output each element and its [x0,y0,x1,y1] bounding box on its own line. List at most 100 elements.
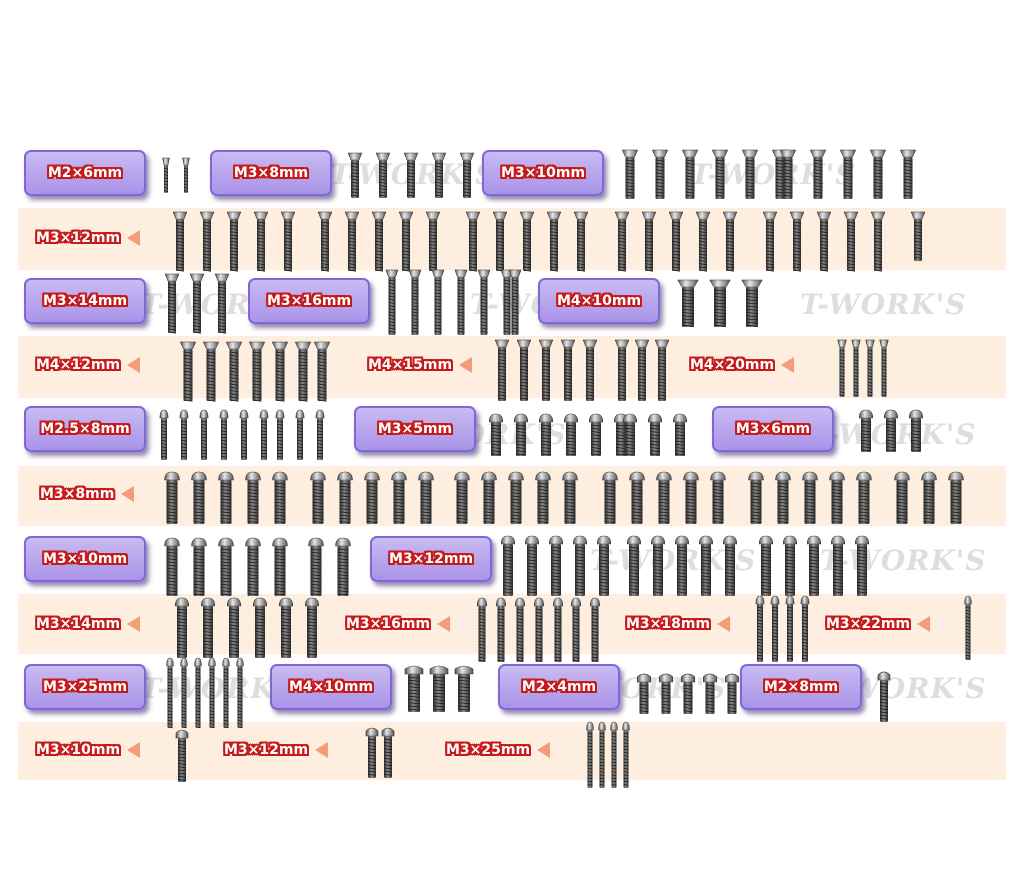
screw-icon [610,721,618,788]
arrow-left-icon [917,616,931,632]
screw-icon [650,535,666,596]
size-label-text: M3×8mm [233,165,309,181]
screw-icon [222,657,230,729]
screw-icon [364,471,380,524]
size-label-text: M3×25mm [42,679,128,695]
size-label-text: M3×10mm [42,551,128,567]
screw-icon [226,597,242,658]
screw-icon [454,665,474,712]
size-label-text: M4×10mm [556,293,642,309]
screw-icon [533,597,545,662]
screw-icon [304,597,320,658]
screw-icon [465,211,481,272]
size-label: M2×8mm [740,664,862,710]
screw-icon [365,727,379,778]
size-label: M3×10mm [482,150,604,196]
screw-icon [877,671,891,722]
screw-icon [879,339,889,397]
screw-icon [454,269,468,335]
size-label-arrow: M4×12mm [36,357,141,373]
screw-icon [800,595,810,662]
screw-icon [408,269,422,335]
screw-icon [570,597,582,662]
screw-icon [519,211,535,272]
screw-icon [702,673,718,714]
screw-icon [218,537,234,596]
size-label-arrow: M3×12mm [224,742,329,758]
screw-icon [894,471,910,524]
screw-icon [508,269,522,335]
arrow-left-icon [121,486,135,502]
watermark: T-WORK'S [800,288,967,321]
screw-icon [647,413,663,456]
screw-icon [253,211,269,272]
screw-icon [636,673,652,714]
screw-icon [200,597,216,658]
screw-icon [560,339,576,401]
screw-icon [816,211,832,272]
size-label-arrow: M3×25mm [446,742,551,758]
screw-icon [166,657,174,729]
size-label: M3×5mm [354,406,476,452]
screw-icon [621,149,639,199]
screw-icon [535,471,551,524]
screw-icon [429,665,449,712]
size-label-text: M3×18mm [626,616,711,632]
screw-icon [910,211,926,261]
screw-icon [476,597,488,662]
screw-icon [782,535,798,596]
screw-icon [418,471,434,524]
screw-icon [179,341,197,402]
screw-icon [508,471,524,524]
screw-icon [538,339,554,401]
size-label-text: M3×5mm [377,421,453,437]
screw-icon [908,409,924,452]
screw-icon [865,339,875,397]
screw-icon [280,211,296,272]
screw-icon [403,152,419,198]
screw-icon [208,657,216,729]
screw-icon [513,413,529,456]
size-label-text: M3×14mm [36,616,121,632]
screw-icon [272,471,288,524]
screw-icon [179,409,189,460]
arrow-left-icon [781,357,795,373]
screw-icon [622,413,638,456]
screw-icon [245,471,261,524]
size-label-text: M2×4mm [521,679,597,695]
screw-icon [829,471,845,524]
size-label-text: M2×6mm [47,165,123,181]
screw-icon [404,665,424,712]
screw-icon [275,409,285,460]
size-label-text: M3×10mm [36,742,121,758]
screw-icon [683,471,699,524]
size-label-text: M2.5×8mm [40,421,130,437]
size-label-text: M3×14mm [42,293,128,309]
screw-icon [391,471,407,524]
screw-icon [658,673,674,714]
screw-icon [481,471,497,524]
screw-icon [259,409,269,460]
screw-icon [775,471,791,524]
screw-icon [839,149,857,199]
screw-icon [492,211,508,272]
screw-icon [488,413,504,456]
size-label: M3×12mm [370,536,492,582]
screw-icon [271,341,289,402]
screw-icon [677,279,699,327]
screw-icon [459,152,475,198]
screw-icon [854,535,870,596]
screw-icon [589,597,601,662]
arrow-left-icon [127,357,141,373]
size-label: M2×6mm [24,150,146,196]
screw-icon [495,597,507,662]
screw-icon [668,211,684,272]
screw-icon [308,537,324,596]
size-label-arrow: M3×8mm [40,486,135,502]
screw-icon [651,149,669,199]
screw-icon [695,211,711,272]
screw-icon [641,211,657,272]
screw-icon [225,341,243,402]
screw-icon [191,471,207,524]
screw-icon [494,339,510,401]
